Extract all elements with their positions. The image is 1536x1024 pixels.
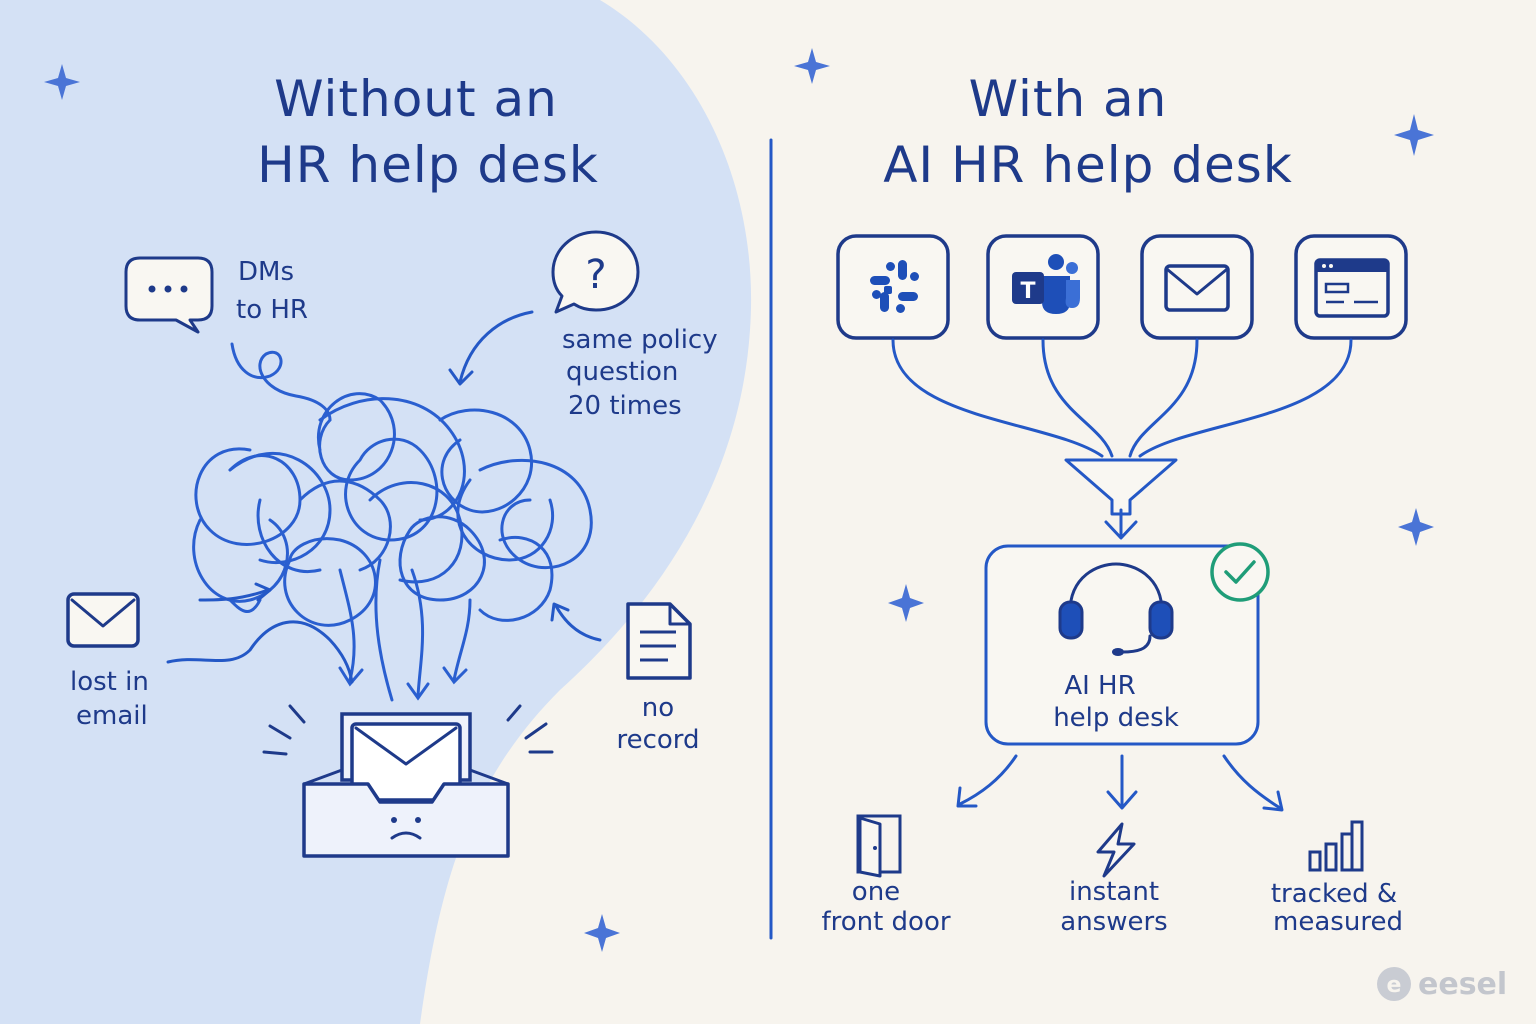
question-label-line3: 20 times (568, 391, 682, 421)
right-title-line2: AI HR help desk (883, 136, 1293, 194)
sparkle-icon (1398, 508, 1434, 546)
email-label-line2: email (76, 701, 148, 731)
sparkle-icons (44, 48, 1434, 952)
question-label-line2: question (566, 357, 678, 387)
outcome-tracked-measured: tracked & measured (1271, 820, 1403, 937)
dm-arrow (230, 342, 332, 422)
left-title-line1: Without an (274, 70, 558, 128)
channel-slack (836, 234, 950, 340)
channel-browser (1294, 234, 1408, 340)
sparkle-icon (1394, 114, 1434, 156)
outcome-front-door: one front door (821, 814, 951, 937)
outcome-label-line2: front door (821, 907, 950, 937)
record-label-line2: record (616, 725, 699, 755)
hub-label-line1: AI HR (1064, 671, 1135, 701)
question-bubble-icon: ? (551, 230, 640, 314)
document-icon (626, 602, 692, 680)
sparkle-icon (44, 64, 80, 100)
sparkle-icon (794, 48, 830, 84)
bar-chart-icon (1308, 820, 1364, 872)
lightning-icon (1096, 822, 1136, 878)
browser-icon (1314, 258, 1390, 318)
headset-icon (1058, 562, 1174, 656)
mail-icon (1164, 264, 1230, 312)
funnel-icon (1064, 458, 1178, 540)
outcome-label-line1: tracked & (1271, 879, 1397, 909)
email-arrow (166, 620, 354, 684)
teams-letter: T (1020, 279, 1035, 304)
converging-lines (891, 338, 1353, 458)
email-envelope-icon (66, 592, 140, 648)
right-title-line1: With an (969, 70, 1168, 128)
outcome-instant-answers: instant answers (1060, 822, 1168, 937)
check-badge-icon (1210, 542, 1270, 602)
brand-name: eesel (1418, 967, 1507, 1002)
brand-mark: e (1387, 973, 1402, 998)
teams-icon: T (1012, 254, 1080, 314)
outcome-label-line1: instant (1069, 877, 1159, 907)
output-arrows (956, 754, 1284, 812)
falling-arrows (228, 558, 472, 702)
left-title-line2: HR help desk (257, 136, 599, 194)
outcome-label-line2: measured (1273, 907, 1403, 937)
dm-label-line1: DMs (238, 257, 294, 287)
slack-icon (870, 260, 919, 313)
question-arrow (458, 310, 534, 384)
door-icon (856, 814, 902, 878)
channel-email (1140, 234, 1254, 340)
tangled-lines (192, 392, 593, 627)
question-label-line1: same policy (562, 325, 718, 355)
chat-bubble-icon (124, 256, 214, 334)
sparkle-icon (888, 584, 924, 622)
outcome-label-line2: answers (1060, 907, 1167, 937)
outcome-label-line1: one (852, 877, 900, 907)
ai-help-desk-hub: AI HR help desk (984, 544, 1260, 746)
sparkle-icon (584, 914, 620, 952)
record-label-line1: no (642, 693, 674, 723)
email-label-line1: lost in (70, 667, 149, 697)
record-arrow (554, 604, 602, 642)
dm-label-line2: to HR (236, 295, 308, 325)
overflowing-inbox (262, 704, 554, 858)
hub-label-line2: help desk (1053, 703, 1179, 733)
eesel-logo: e eesel (1377, 967, 1507, 1002)
channel-teams: T (986, 234, 1100, 340)
question-mark: ? (585, 252, 606, 298)
